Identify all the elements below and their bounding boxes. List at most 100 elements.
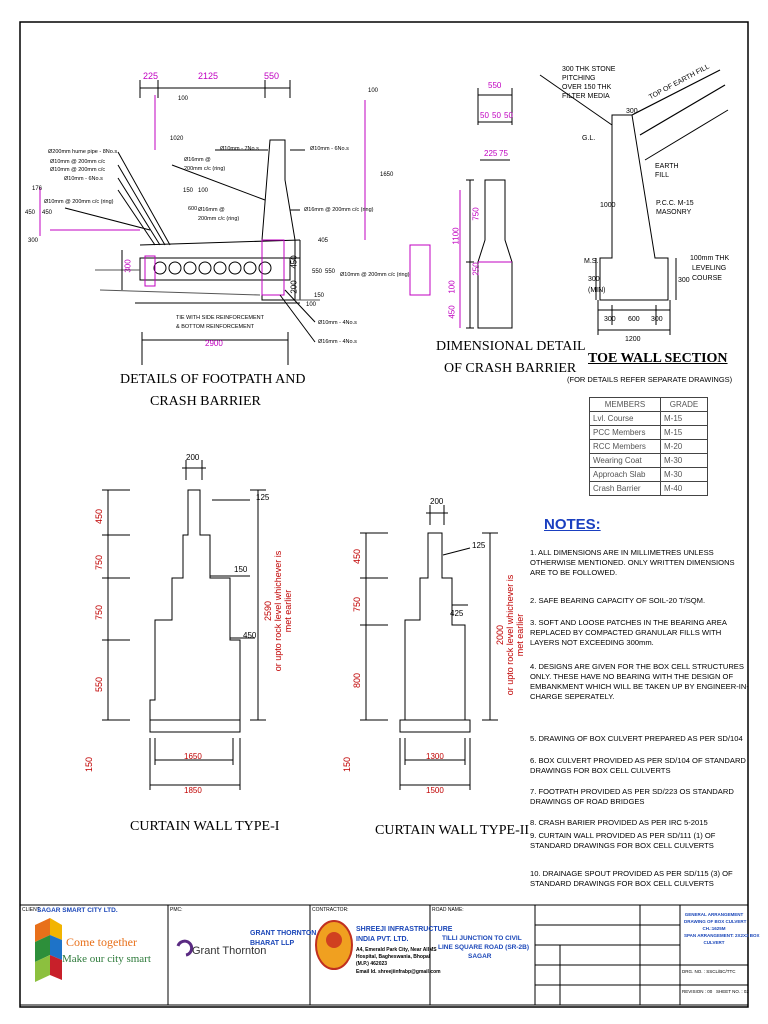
note-item-7: 7. FOOTPATH PROVIDED AS PER SD/223 OS ST… [530,787,734,806]
rebar-label-13: Ø16mm @ 200mm c/c (ring) [304,207,374,213]
cw1-dim-2590: 2590 [263,600,273,622]
drawing-title-4: SPAN ARRANGEMENT: 2X2X3 BOX [684,933,760,938]
sheet-no: SHEET NO. : 02 [716,989,749,994]
rebar-label-17: Ø10mm - 4No.s [318,320,357,326]
cw2-title: CURTAIN WALL TYPE-II [375,823,530,838]
cw2-dim-750: 750 [352,596,363,613]
toe-label-11: MASONRY [656,209,692,216]
toe-label-2: PITCHING [562,75,596,82]
footpath-dim-550b: 550 [312,269,323,275]
footpath-dim-150: 150 [183,188,194,194]
footpath-dim-450b: 450 [25,210,36,216]
rebar-label-12: 200mm c/c (ring) [198,216,240,222]
toe-label-3: OVER 150 THK [562,84,612,91]
drg-no: DRG. NO. : SSCL/BC/TTC [682,969,736,974]
cw1-dim-1650: 1650 [184,752,202,761]
toe-label-10: P.C.C. M-15 [656,200,694,207]
toe-wall-title: TOE WALL SECTION [588,351,728,366]
drawing-title-5: CULVERT [703,940,725,945]
rebar-label-5: Ø10mm @ 200mm c/c (ring) [44,199,114,205]
pmc-logo-text: Grant Thornton [192,945,267,957]
note-item-6: 6. BOX CULVERT PROVIDED AS PER SD/104 OF… [530,756,746,775]
toe-label-23: 1200 [625,336,641,343]
footpath-dim-300: 300 [123,259,133,273]
footpath-dim-200: 200 [289,280,299,294]
footpath-dim-100d: 100 [306,302,317,308]
road-name-1: TILLI JUNCTION TO CIVIL [442,935,522,942]
note-item-8: 8. CRASH BARIER PROVIDED AS PER IRC 5-20… [530,818,708,827]
toe-label-19: 300 [678,277,690,284]
cw2-dim-1500: 1500 [426,786,444,795]
note-item-10: 10. DRAINAGE SPOUT PROVIDED AS PER SD/11… [530,869,733,888]
rebar-label-15: TIE WITH SIDE REINFORCEMENT [176,315,264,321]
cw2-note-line2: or upto rock level whichever is [505,574,515,696]
cw1-title: CURTAIN WALL TYPE-I [130,819,280,834]
toe-label-9: FILL [655,172,670,179]
rebar-label-9: Ø10mm - 6No.s [310,146,349,152]
title-block-frame [19,904,749,1006]
note-item-9: 9. CURTAIN WALL PROVIDED AS PER SD/111 (… [530,831,716,850]
road-name-2: LINE SQUARE ROAD (SR-2B) [438,944,530,951]
footpath-dim-225: 225 [143,71,159,81]
cw2-note-line3: met earlier [515,613,525,657]
note-item-5: 5. DRAWING OF BOX CULVERT PREPARED AS PE… [530,734,743,743]
toe-label-22: 300 [651,316,663,323]
grade-cell: M-15 [660,411,708,426]
toe-label-7: 300 [626,108,638,115]
cw1-dim-150b: 150 [84,756,95,773]
contractor-email: Email Id. shreejiinfrabp@gmail.com [356,969,441,975]
contractor-addr-2: Hospital, Bagheswania, Bhopal [356,954,431,960]
cw1-note-line2: or upto rock level whichever is [273,550,283,672]
footpath-dim-150b: 150 [314,293,325,299]
rebar-label-2: Ø10mm @ 200mm c/c [50,159,106,165]
cb-dim-50a: 50 [480,111,489,120]
grade-cell: PCC Members [589,425,661,440]
footpath-dim-100b: 100 [368,88,379,94]
toe-label-15: (MIN) [588,287,606,294]
cb-title-line2: OF CRASH BARRIER [444,361,577,376]
contractor-addr-1: A4, Emerald Park City, Near AIIMS [356,947,437,953]
cw2-dim-150: 150 [342,756,353,773]
footpath-dim-405: 405 [318,238,329,244]
grade-cell: Lvl. Course [589,411,661,426]
grade-cell: M-40 [660,481,708,496]
contractor-name-2: INDIA PVT. LTD. [356,936,409,943]
rebar-label-7: 200mm c/c (ring) [184,166,226,172]
cb-dim-50b: 50 [492,111,501,120]
footpath-dim-550: 550 [264,71,280,81]
grade-cell: M-30 [660,453,708,468]
footpath-title-line1: DETAILS OF FOOTPATH AND [120,372,306,387]
cw2-dim-200: 200 [430,497,444,506]
footpath-dim-550c: 550 [325,269,336,275]
toe-label-1: 300 THK STONE [562,66,616,73]
notes-heading: NOTES: [544,516,601,533]
contractor-addr-3: (M.P.) 462023 [356,961,388,967]
rebar-label-1: Ø200mm hume pipe - 8No.s [48,149,118,155]
grade-cell: Wearing Coat [589,453,661,468]
cw1-dim-200: 200 [186,453,200,462]
rebar-label-14: Ø10mm @ 200mm c/c (ring) [340,272,410,278]
cw2-dim-450: 450 [352,548,363,565]
road-label: ROAD NAME: [432,907,464,913]
footpath-dim-100: 100 [178,96,189,102]
drawing-title-1: GENERAL ARRANGEMENT [684,912,744,917]
curtain-wall-1-drawing [102,460,266,790]
toe-label-12: 1000 [600,202,616,209]
grade-cell: RCC Members [589,439,661,454]
cb-dim-225: 225 [484,149,498,158]
grant-thornton-logo-graphic [176,939,194,957]
cb-title-line1: DIMENSIONAL DETAIL [436,339,586,354]
cw2-dim-1300: 1300 [426,752,444,761]
drawing-title-2: DRAWING OF BOX CULVERT [684,919,747,924]
client-name: SAGAR SMART CITY LTD. [37,907,118,914]
grade-cell: Approach Slab [589,467,661,482]
toe-label-4: FILTER MEDIA [562,93,610,100]
grade-cell: M-20 [660,439,708,454]
revision: REVISION : 00 [682,989,713,994]
rebar-label-6: Ø16mm @ [184,157,211,163]
